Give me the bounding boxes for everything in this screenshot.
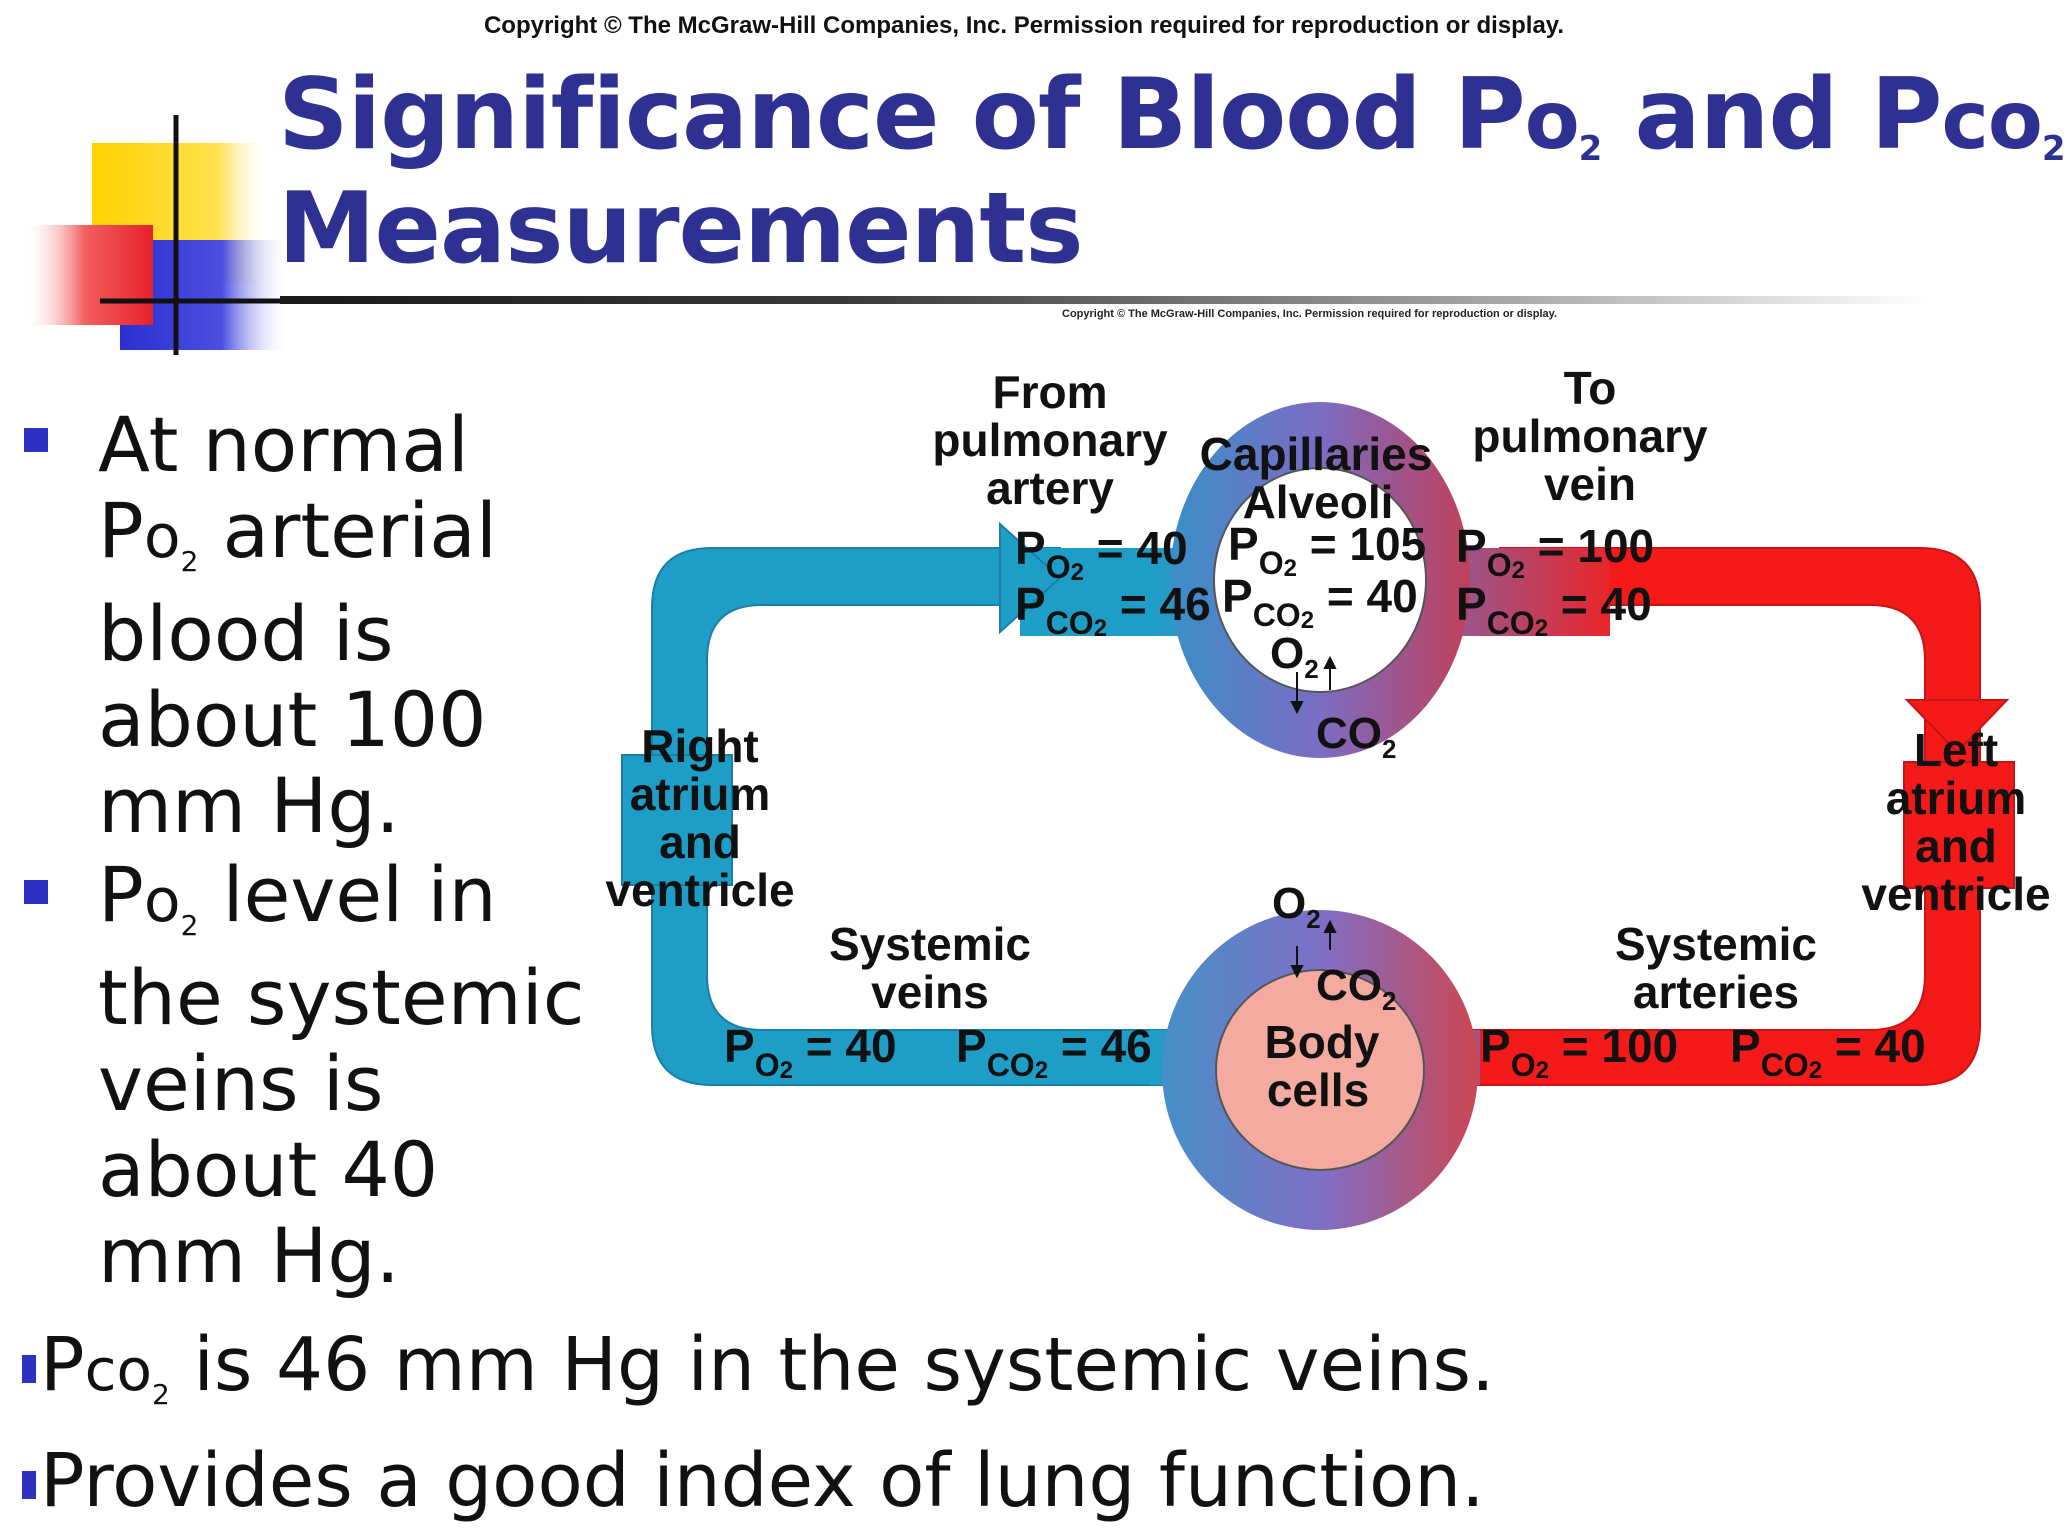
po2-pulmonary-vein: PO2 = 100 — [1456, 520, 1654, 584]
systemic-veins-label-1: Systemic — [829, 918, 1031, 970]
bullet-marker — [24, 428, 48, 452]
decorative-squares — [28, 115, 290, 355]
pco2-systemic-veins: PCO2 = 46 — [956, 1020, 1152, 1084]
label-pulmonary-vein-1: pulmonary — [1472, 410, 1708, 462]
systemic-arteries-label-2: arteries — [1633, 966, 1799, 1018]
o2-body-label: O2 — [1272, 879, 1321, 934]
bullet-normal-arterial-po2: At normal Po2 arterial blood is about 10… — [98, 400, 497, 850]
pco2-systemic-arteries: PCO2 = 40 — [1730, 1020, 1926, 1084]
right-heart-label-3: and — [659, 816, 741, 868]
body-cells-circle — [1215, 969, 1425, 1171]
co2-body-label: CO2 — [1316, 961, 1396, 1016]
left-heart-box — [1903, 761, 2015, 889]
label-from: From — [993, 366, 1108, 418]
right-heart-box — [621, 754, 733, 886]
po2-systemic-arteries: PO2 = 100 — [1480, 1020, 1678, 1084]
right-heart-label-2: atrium — [630, 768, 771, 820]
copyright-notice: Copyright © The McGraw-Hill Companies, I… — [483, 12, 1565, 39]
po2-alveoli: PO2 = 105 — [1228, 518, 1426, 582]
systemic-arteries-label-1: Systemic — [1615, 918, 1817, 970]
bullet-marker — [24, 880, 48, 904]
label-to: To — [1564, 362, 1617, 414]
gas-exchange-diagram: From pulmonary artery To pulmonary vein … — [605, 362, 2051, 1230]
page-title-line2: Measurements — [278, 172, 1084, 286]
page-title: Significance of Blood Po2 and Pco2 — [278, 58, 2065, 172]
exchange-arrows-body — [1290, 919, 1337, 979]
o2-lung-label: O2 — [1270, 629, 1319, 684]
body-cells-label-2: cells — [1267, 1064, 1369, 1116]
label-capillaries: Capillaries — [1200, 428, 1433, 480]
pco2-pulmonary-vein: PCO2 = 40 — [1456, 578, 1652, 642]
diagram-copyright: Copyright © The McGraw-Hill Companies, I… — [1062, 308, 1558, 320]
pco2-alveoli: PCO2 = 40 — [1222, 570, 1418, 634]
systemic-veins-label-2: veins — [871, 966, 989, 1018]
right-heart-label-1: Right — [641, 720, 759, 772]
po2-pulmonary-artery: PO2 = 40 — [1015, 522, 1188, 586]
left-heart-label-2: atrium — [1886, 772, 2027, 824]
bottom-line-pco2: Pco2 is 46 mm Hg in the systemic veins. — [22, 1322, 1495, 1411]
arrow-into-lung-icon — [999, 521, 1062, 635]
bullet-marker — [22, 1471, 36, 1500]
title-underline — [280, 296, 1930, 304]
left-heart-label-3: and — [1915, 820, 1997, 872]
exchange-arrows-lung — [1290, 655, 1337, 715]
bullet-marker — [22, 1355, 36, 1384]
label-pulmonary-vein-2: vein — [1544, 458, 1636, 510]
body-cells-label-1: Body — [1265, 1016, 1380, 1068]
left-heart-label-4: ventricle — [1861, 868, 2050, 920]
label-alveoli: Alveoli — [1243, 476, 1394, 528]
po2-systemic-veins: PO2 = 40 — [724, 1020, 897, 1084]
bottom-line-lung-index: Provides a good index of lung function. — [22, 1438, 1485, 1524]
label-pulmonary-artery-2: artery — [986, 462, 1114, 514]
pco2-pulmonary-artery: PCO2 = 46 — [1015, 578, 1211, 642]
arrow-into-left-heart-icon — [1904, 699, 2010, 754]
left-heart-label-1: Left — [1914, 724, 1998, 776]
bullet-systemic-veins-po2: Po2 level in the systemic veins is about… — [98, 850, 585, 1300]
co2-lung-label: CO2 — [1316, 709, 1396, 764]
right-heart-label-4: ventricle — [605, 864, 794, 916]
label-pulmonary-artery-1: pulmonary — [932, 414, 1168, 466]
alveolus — [1213, 467, 1427, 693]
